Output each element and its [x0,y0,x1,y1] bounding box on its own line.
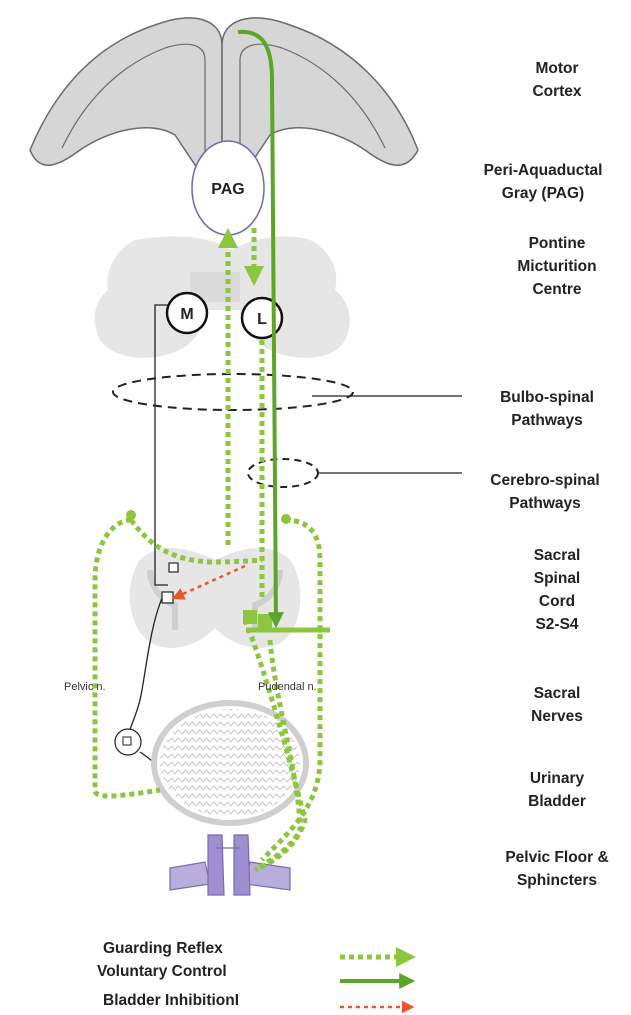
label-motor-cortex-2: Cortex [532,83,581,100]
interneuron-box-2 [162,592,173,603]
label-sacral-cord-4: S2-S4 [535,616,578,633]
label-cerebro-2: Pathways [509,495,581,512]
label-sacral-cord-3: Cord [539,593,575,610]
sacral-motor-nucleus-1 [243,610,257,624]
label-pmc-1: Pontine [529,235,586,252]
region-labels: Motor Cortex Peri-Aquaductal Gray (PAG) … [484,60,609,889]
label-pelvic-floor-1: Pelvic Floor & [505,849,608,866]
label-sacral-nerves-2: Nerves [531,708,583,725]
sacral-motor-nucleus-2 [258,614,272,628]
label-pelvic-floor-2: Sphincters [517,872,597,889]
label-cerebro-1: Cerebro-spinal [490,472,599,489]
interneuron-box-1 [169,563,178,572]
pons-shape [95,236,350,358]
l-node-label: L [257,311,267,328]
pelvic-floor-shape [170,835,290,895]
label-bulbo-2: Pathways [511,412,583,429]
bulbo-spinal-ellipse [113,374,353,410]
pelvic-nerve-line [128,305,168,766]
label-pag-1: Peri-Aquaductal [484,162,603,179]
m-node-label: M [180,306,193,323]
guarding-origin-left [126,510,136,520]
label-sacral-cord-1: Sacral [534,547,581,564]
label-motor-cortex-1: Motor [535,60,578,77]
legend: Guarding Reflex Voluntary Control Bladde… [97,940,412,1009]
label-pag-2: Gray (PAG) [502,185,584,202]
label-pmc-2: Micturition [517,258,596,275]
pelvic-nerve-label: Pelvic n. [64,681,106,693]
pudendal-nerve-label: Pudendal n. [258,681,317,693]
ganglion-box [123,737,131,745]
pag-node-label: PAG [211,181,244,198]
label-bulbo-1: Bulbo-spinal [500,389,594,406]
legend-guarding-label: Guarding Reflex [103,940,223,957]
label-sacral-cord-2: Spinal [534,570,581,587]
label-pmc-3: Centre [532,281,581,298]
label-bladder-2: Bladder [528,793,586,810]
label-bladder-1: Urinary [530,770,585,787]
cerebro-spinal-ellipse [248,459,318,487]
legend-voluntary-label: Voluntary Control [97,963,227,980]
guarding-origin-right [281,514,291,524]
legend-inhibition-label: Bladder InhibitionI [103,992,239,1009]
label-sacral-nerves-1: Sacral [534,685,581,702]
